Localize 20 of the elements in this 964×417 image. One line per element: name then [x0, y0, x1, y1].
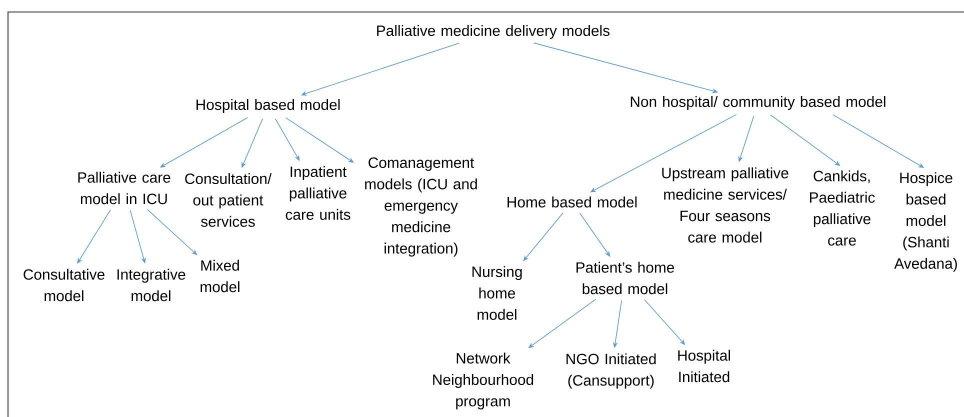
node-label: Consultative model — [24, 268, 104, 302]
node-label: Palliative care model in ICU — [78, 172, 170, 204]
node-label: Hospice based model (Shanti Avedana) — [894, 172, 957, 272]
node-label: NGO Initiated (Cansupport) — [566, 353, 656, 389]
node-label: Palliative medicine delivery models — [377, 25, 610, 39]
node-label: Nursing home model — [472, 266, 522, 320]
node-label: Consultation/ out patient services — [185, 173, 272, 227]
node-label: Home based model — [508, 196, 637, 208]
node-label: Inpatient palliative care units — [286, 166, 350, 220]
node-label: Comanagement models (ICU and emergency medicine integration) — [365, 157, 477, 257]
node-label: Hospital Initiated — [678, 350, 730, 382]
node-label: Integrative model — [118, 268, 186, 302]
node-label: Hospital based model — [196, 99, 340, 113]
node-label: Cankids, Paediatric palliative care — [810, 170, 875, 246]
node-label: Mixed model — [200, 260, 240, 292]
node-label: Non hospital/ community based model — [630, 96, 886, 110]
arrow — [579, 212, 610, 257]
node-label: Network Neighbourhood program — [433, 352, 534, 410]
node-label: Upstream palliative medicine services/ Four seasons care model — [662, 167, 788, 243]
node-label: Patient’s home based model — [576, 262, 674, 294]
